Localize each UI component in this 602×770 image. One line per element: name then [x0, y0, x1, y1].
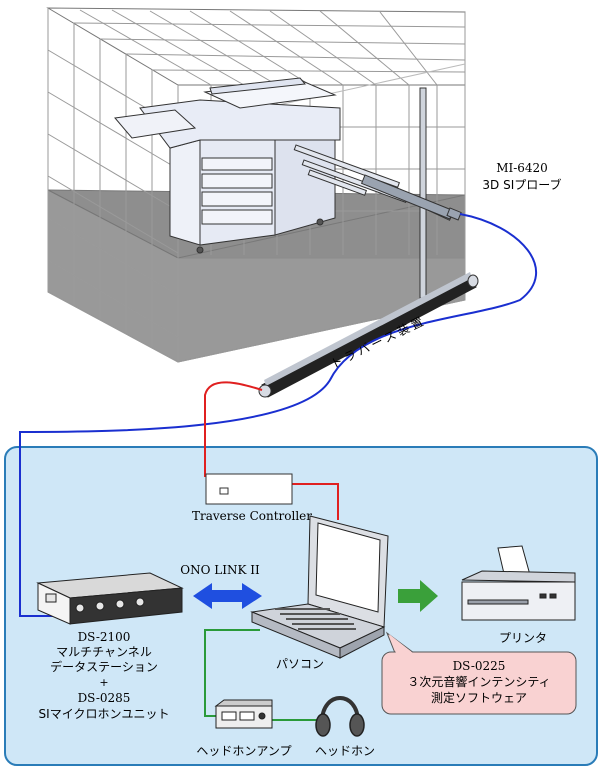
printer — [461, 545, 576, 621]
ono-link-arrow — [193, 583, 262, 609]
datastation-model-label: DS-2100 — [78, 630, 131, 644]
headphone-amp-label: ヘッドホンアンプ — [196, 744, 291, 758]
headphone-amp — [214, 699, 273, 729]
probe-name-label: 3D SIプローブ — [482, 177, 561, 192]
datastation-line2-label: データステーション — [50, 659, 158, 674]
traverse-cable — [204, 381, 263, 477]
data-station — [36, 572, 184, 625]
datastation-plus-label: + — [99, 676, 108, 689]
datastation-unit-model-label: DS-0285 — [78, 691, 131, 705]
probe-cable — [19, 213, 538, 617]
printer-label: プリンタ — [499, 631, 547, 645]
software-line1-label: ３次元音響インテンシティ — [407, 674, 550, 689]
traverse-controller — [205, 473, 293, 505]
laptop-pc — [250, 515, 389, 659]
si-probe — [293, 144, 462, 221]
headphones — [315, 696, 365, 737]
controller-cable — [290, 483, 339, 520]
software-callout — [381, 631, 577, 715]
software-line2-label: 測定ソフトウェア — [431, 690, 527, 705]
headphones-label: ヘッドホン — [315, 744, 375, 758]
ono-link-label: ONO LINK II — [180, 563, 260, 577]
copier-machine — [114, 77, 341, 254]
probe-model-label: MI-6420 — [496, 161, 548, 175]
software-model-label: DS-0225 — [453, 659, 506, 673]
pc-label: パソコン — [276, 657, 324, 671]
datastation-unit-name-label: SIマイクロホンユニット — [39, 707, 170, 721]
controller-label: Traverse Controller — [192, 509, 312, 523]
printer-arrow — [398, 580, 438, 612]
datastation-line1-label: マルチチャンネル — [56, 645, 152, 659]
headphone-amp-cable — [204, 629, 260, 717]
